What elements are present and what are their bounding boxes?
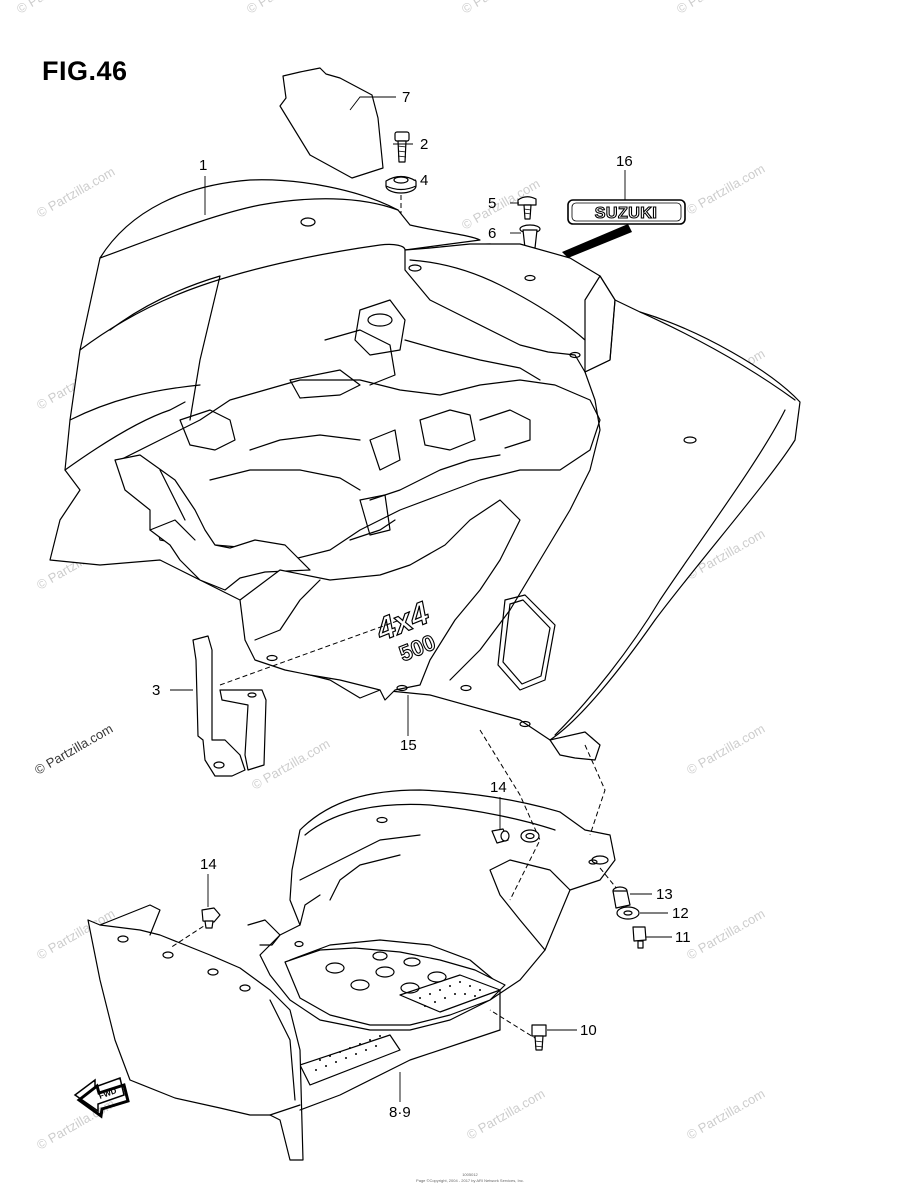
- watermark: © Partzilla.com: [14, 0, 97, 17]
- watermark: © Partzilla.com: [674, 0, 757, 17]
- callout-2: 2: [420, 136, 428, 153]
- watermark: © Partzilla.com: [684, 161, 767, 218]
- callout-3: 3: [152, 682, 160, 699]
- watermark: © Partzilla.com: [34, 164, 117, 221]
- assembly-line: [599, 867, 619, 891]
- perforation-dots: [315, 981, 481, 1071]
- callout-8-9: 8·9: [389, 1104, 411, 1121]
- callout-15: 15: [400, 737, 417, 754]
- figure-title: FIG.46: [42, 56, 128, 86]
- callouts: 1 2 3 4 5 6 7 8·9 10 11 12 13 14 14 15 1…: [152, 89, 691, 1121]
- callout-13: 13: [656, 886, 673, 903]
- part-8-9-footrest: [87, 789, 616, 1161]
- part-6-collar: [519, 224, 541, 249]
- part-5-screw: [517, 196, 537, 220]
- watermark: © Partzilla.com: [244, 0, 327, 17]
- part-1-rear-fender: 4x4 500: [49, 179, 801, 761]
- part-12-washer: [616, 906, 640, 920]
- callout-1: 1: [199, 157, 207, 174]
- callout-10: 10: [580, 1022, 597, 1039]
- assembly-line: [584, 744, 606, 836]
- part-4-grommet: [385, 175, 417, 194]
- callout-4: 4: [420, 172, 428, 189]
- part-14-nut-lower: [201, 907, 221, 929]
- part-11-bolt: [632, 926, 647, 949]
- part-14-nut-upper: [491, 828, 540, 844]
- leader-lines: [170, 96, 672, 1102]
- emblem-4x4-text: 4x4: [370, 594, 434, 648]
- footer: 1005012 Page ©Copyright, 2004 - 2017 by …: [416, 1172, 524, 1183]
- assembly-line: [169, 921, 211, 949]
- watermark-dark: © Partzilla.com: [32, 721, 115, 778]
- part-16-emblem: SUZUKI: [562, 199, 686, 258]
- footer-line-1: 1005012: [462, 1172, 478, 1177]
- callout-14-upper: 14: [490, 779, 507, 796]
- callout-6: 6: [488, 225, 496, 242]
- assembly-line: [479, 729, 541, 901]
- callout-14-lower: 14: [200, 856, 217, 873]
- callout-16: 16: [616, 153, 633, 170]
- callout-11: 11: [675, 929, 691, 946]
- callout-12: 12: [672, 905, 689, 922]
- watermark: © Partzilla.com: [684, 1086, 767, 1143]
- part-2-bolt: [394, 131, 410, 163]
- part-10-bolt: [531, 1024, 547, 1051]
- watermark: © Partzilla.com: [684, 906, 767, 963]
- watermark: © Partzilla.com: [684, 721, 767, 778]
- watermark: © Partzilla.com: [34, 1096, 117, 1153]
- callout-5: 5: [488, 195, 496, 212]
- callout-7: 7: [402, 89, 410, 106]
- part-3-bracket: [192, 635, 267, 777]
- footer-line-2: Page ©Copyright, 2004 - 2017 by ARI Netw…: [416, 1178, 524, 1183]
- assembly-line: [489, 1009, 539, 1041]
- watermark: © Partzilla.com: [459, 0, 542, 17]
- part-7-flap: [279, 67, 384, 179]
- fwd-arrow-icon: FWD: [73, 1077, 130, 1119]
- watermark: © Partzilla.com: [464, 1086, 547, 1143]
- emblem-arrow: [562, 224, 632, 258]
- part-13-collar: [612, 886, 631, 909]
- suzuki-emblem-text: SUZUKI: [595, 205, 658, 222]
